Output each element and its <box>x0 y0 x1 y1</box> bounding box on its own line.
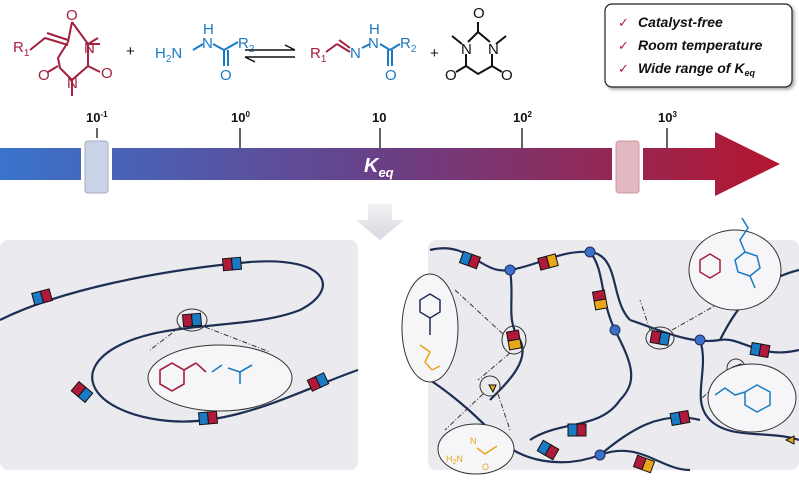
crosslink-node <box>584 246 596 258</box>
plus-sign: + <box>126 43 135 60</box>
nitrogen-label: N <box>368 35 379 52</box>
linkage-block <box>536 439 560 461</box>
linkage-block <box>221 256 243 272</box>
legend-text: Catalyst-free <box>638 14 723 30</box>
nitrogen-label: N <box>202 35 213 52</box>
oxygen-label: O <box>38 67 50 84</box>
check-icon: ✓ <box>618 15 629 30</box>
oxygen-label: O <box>445 67 457 84</box>
linkage-block <box>505 329 523 351</box>
linkage-block <box>669 409 691 427</box>
oxygen-label: O <box>482 462 489 472</box>
linear-polymer-panel <box>0 240 359 470</box>
nitrogen-label: N <box>461 41 472 58</box>
h2n-label: H2N <box>155 45 182 65</box>
linkage-block <box>458 250 482 270</box>
oxygen-label: O <box>501 67 513 84</box>
nitrogen-label: N <box>470 436 477 446</box>
low-keq-marker <box>84 140 109 194</box>
linkage-block <box>197 410 219 426</box>
oxygen-label: O <box>101 65 113 82</box>
nitrogen-label: N <box>84 40 95 57</box>
keq-label: Keq <box>364 155 394 180</box>
nitrogen-label: N <box>488 41 499 58</box>
linkage-block <box>632 454 656 474</box>
legend-item: ✓ Catalyst-free <box>618 14 723 30</box>
oxygen-label: O <box>66 7 78 24</box>
product-dimethylbarbituric-acid <box>451 22 507 76</box>
crosslink-node <box>594 449 606 461</box>
acylhydrazone-zoom <box>159 362 253 392</box>
crosslink-node <box>504 264 516 276</box>
tick-label: 10-1 <box>86 110 108 125</box>
zoom-hydrazide <box>437 423 515 475</box>
hydrazide-end <box>784 435 795 445</box>
r2-label: R2 <box>400 35 417 55</box>
r1-label: R1 <box>13 39 30 59</box>
tick-label: 102 <box>513 110 532 125</box>
zoom-barbiturate <box>688 229 782 311</box>
keq-ticks <box>96 128 668 148</box>
oxygen-label: O <box>473 5 485 22</box>
legend-item: ✓ Wide range of Keq <box>618 60 755 78</box>
legend-text: Wide range of Keq <box>638 60 755 78</box>
linkage-block <box>537 253 559 271</box>
linkage-block <box>591 289 609 311</box>
hydrazide-end <box>488 384 497 394</box>
linkage-block <box>649 329 671 347</box>
linkage-block <box>70 380 94 404</box>
h2n-label: H2N <box>446 454 463 466</box>
nitrogen-label: N <box>67 75 78 92</box>
linkage-block <box>181 312 203 328</box>
tick-label: 10 <box>372 110 386 125</box>
nitrogen-label: N <box>350 45 361 62</box>
crosslink-node <box>694 334 706 346</box>
tick-label: 103 <box>658 110 677 125</box>
linkage-block <box>306 372 330 392</box>
reactant-hydrazide <box>192 41 239 66</box>
oxygen-label: O <box>385 67 397 84</box>
linkage-block <box>31 288 53 306</box>
check-icon: ✓ <box>618 38 629 53</box>
hydrogen-label: H <box>203 21 214 38</box>
tick-label: 100 <box>231 110 250 125</box>
legend-item: ✓ Room temperature <box>618 37 763 53</box>
down-arrow-icon <box>356 204 404 240</box>
check-icon: ✓ <box>618 61 629 76</box>
legend-text: Room temperature <box>638 37 763 53</box>
features-legend: ✓ Catalyst-free ✓ Room temperature ✓ Wid… <box>604 3 793 88</box>
linkage-block <box>567 423 587 437</box>
reactant-alkylidene-barbiturate <box>29 21 101 96</box>
crosslinked-network-panel: H2N N O <box>401 217 799 475</box>
high-keq-marker <box>615 140 640 194</box>
keq-scale-arrow <box>0 132 780 196</box>
plus-sign: + <box>430 45 439 62</box>
oxygen-label: O <box>220 67 232 84</box>
zoom-barbituric-acid <box>707 363 797 433</box>
r2-label: R2 <box>238 35 255 55</box>
equilibrium-arrows-icon <box>244 44 296 63</box>
crosslink-node <box>609 324 621 336</box>
hydrogen-label: H <box>369 21 380 38</box>
linkage-block <box>749 341 771 359</box>
product-acylhydrazone <box>325 39 401 66</box>
r1-label: R1 <box>310 45 327 65</box>
